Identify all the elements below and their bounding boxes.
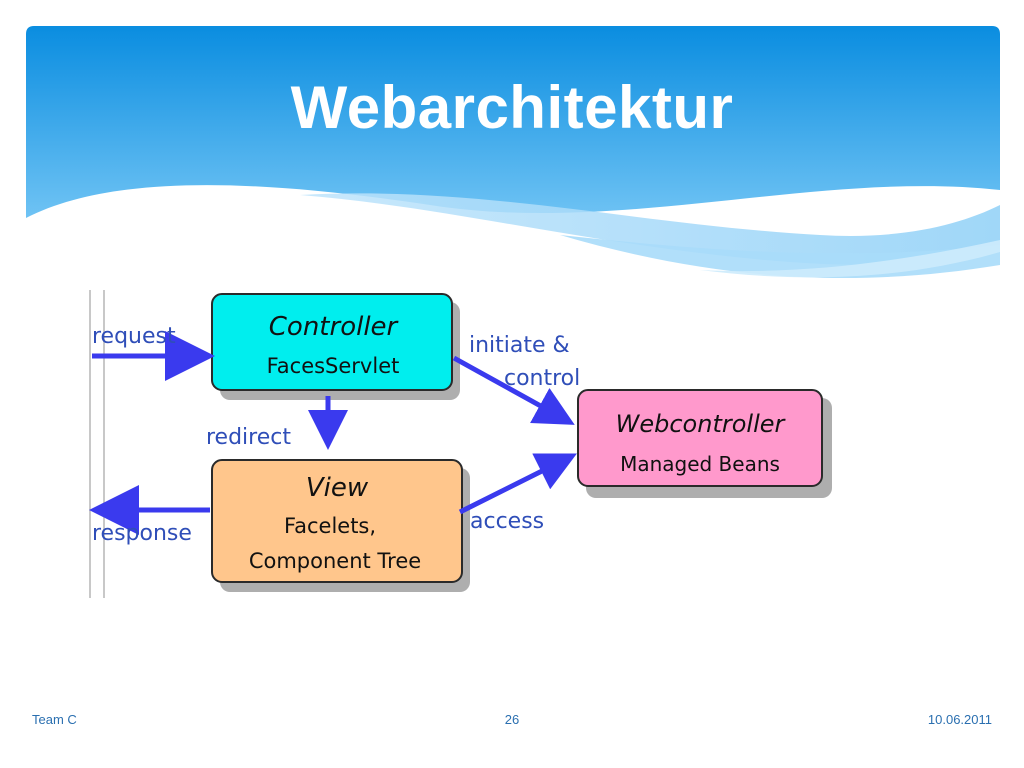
footer-team: Team C — [32, 712, 77, 727]
webcontroller-title: Webcontroller — [616, 410, 787, 438]
control-label: control — [504, 366, 580, 391]
webcontroller-node: Webcontroller Managed Beans — [577, 389, 823, 487]
footer-page-number: 26 — [504, 712, 520, 727]
access-arrow — [458, 453, 577, 515]
view-node: View Facelets, Component Tree — [211, 459, 463, 583]
initiate-label: initiate & — [469, 333, 570, 358]
request-label: request — [92, 324, 176, 349]
redirect-label: redirect — [206, 425, 291, 450]
slide-title: Webarchitektur — [290, 74, 734, 141]
header-band — [26, 26, 1000, 279]
footer-date: 10.06.2011 — [927, 712, 992, 727]
view-title: View — [306, 473, 369, 503]
controller-title: Controller — [269, 312, 400, 342]
access-label: access — [470, 509, 544, 534]
view-subtitle-line1: Facelets, — [284, 514, 376, 538]
controller-subtitle: FacesServlet — [267, 354, 400, 378]
initiate-control-arrow — [452, 355, 575, 425]
controller-node: Controller FacesServlet — [211, 293, 453, 391]
response-label: response — [92, 521, 192, 546]
webcontroller-subtitle: Managed Beans — [620, 452, 780, 476]
view-subtitle-line2: Component Tree — [249, 549, 421, 573]
